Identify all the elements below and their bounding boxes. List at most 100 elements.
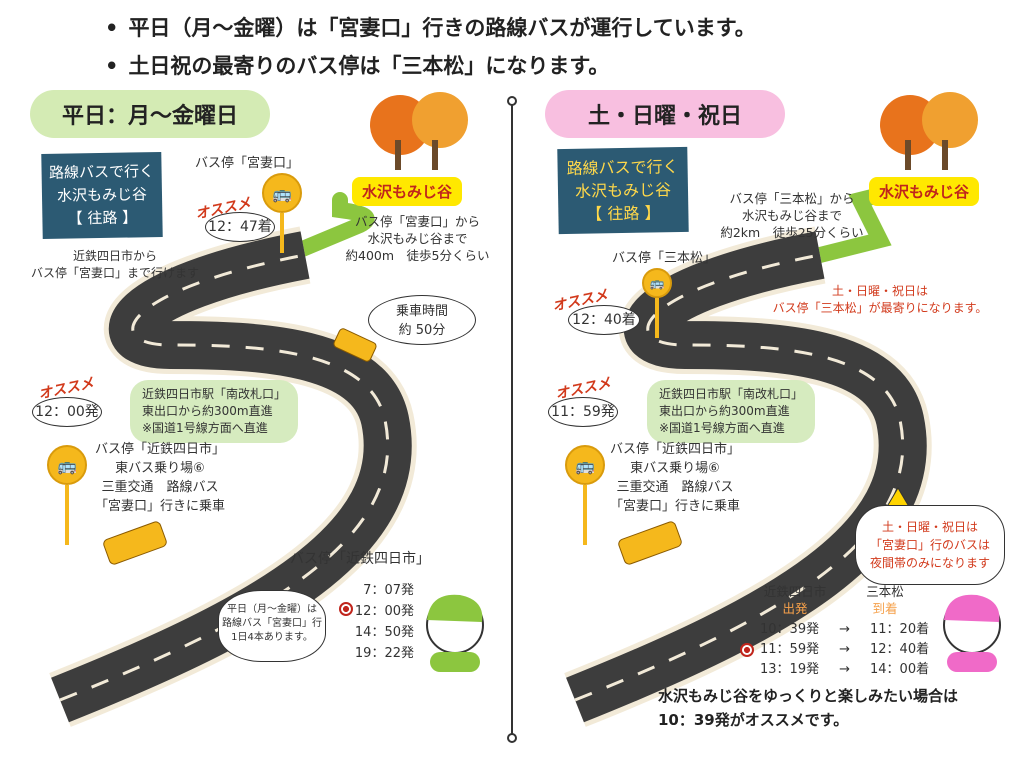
bottom-stop-info: バス停「近鉄四日市」 東バス乗り場⑥ 三重交通 路線バス 「宮妻口」行きに乗車	[605, 440, 745, 516]
text-line: 水沢もみじ谷まで	[741, 208, 842, 223]
board-line: 路線バスで行く	[48, 162, 155, 182]
weekday-destination: 水沢もみじ谷	[352, 177, 463, 206]
speech-bubble: 平日（月～金曜）は 路線バス「宮妻口」行 1日4本あります。	[218, 590, 326, 662]
text-line: ※国道1号線方面へ直進	[142, 421, 268, 435]
bus-stop-icon: 🚌	[642, 268, 672, 298]
bus-icon	[618, 521, 682, 565]
weekday-board: 路線バスで行く 水沢もみじ谷 【 往路 】	[41, 151, 163, 240]
person-icon	[426, 594, 484, 672]
time-row: 12：00発	[354, 604, 414, 619]
board-line: 水沢もみじ谷	[574, 180, 672, 201]
depart-time: 11：59発	[548, 397, 618, 427]
divider-end	[507, 96, 517, 106]
text-line: 「宮妻口」行のバスは	[869, 538, 990, 552]
timetable-title: バス停「近鉄四日市」	[290, 551, 430, 567]
depart: 11：59発	[760, 642, 820, 657]
text-line: 約400m 徒歩5分くらい	[345, 248, 490, 263]
text-line: ※国道1号線方面へ直進	[659, 421, 785, 435]
text-line: 三重交通 路線バス	[101, 480, 219, 495]
bus-icon	[103, 521, 167, 565]
text-line: 土・日曜・祝日は	[831, 284, 928, 298]
arrive-time: 12：40着	[568, 305, 640, 335]
depart: 10：39発	[760, 622, 820, 637]
bus-stop-icon: 🚌	[565, 445, 605, 485]
arrow: →	[839, 622, 850, 637]
tree-icon	[370, 92, 468, 170]
text-line: バス停「近鉄四日市」	[609, 442, 740, 457]
text-line: 近鉄四日市	[763, 584, 827, 599]
text-line: 近鉄四日市駅「南改札口」	[659, 387, 804, 401]
station-note: 近鉄四日市駅「南改札口」 東出口から約300m直進 ※国道1号線方面へ直進	[130, 380, 299, 443]
bus-stop-pole	[280, 213, 284, 253]
walk-note: バス停「三本松」から 水沢もみじ谷まで 約2km 徒歩25分くらい	[717, 190, 867, 241]
bullet-weekday: 平日（月～金曜）は「宮妻口」行きの路線バスが運行しています。	[105, 12, 755, 42]
bus-icon	[333, 328, 377, 362]
bottom-stop-info: バス停「近鉄四日市」 東バス乗り場⑥ 三重交通 路線バス 「宮妻口」行きに乗車	[90, 440, 230, 516]
text-line: バス停「宮妻口」から	[354, 214, 480, 229]
arrow: →	[839, 662, 850, 677]
weekend-timetable: 10：39発→11：20着 11：59発→12：40着 13：19発→14：00…	[760, 620, 929, 680]
divider-end	[507, 733, 517, 743]
text-line: 近鉄四日市駅「南改札口」	[142, 387, 287, 401]
bus-stop-pole	[583, 485, 587, 545]
text-line: 平日（月～金曜）は	[227, 604, 317, 615]
text-line: 路線バス「宮妻口」行	[222, 618, 322, 629]
board-line: 【 往路 】	[586, 203, 661, 224]
station-note: 近鉄四日市駅「南改札口」 東出口から約300m直進 ※国道1号線方面へ直進	[647, 380, 816, 443]
arrive: 14：00着	[870, 662, 930, 677]
text-line: 東バス乗り場⑥	[630, 461, 720, 476]
red-note: 土・日曜・祝日は バス停「三本松」が最寄りになります。	[765, 283, 995, 317]
bus-stop-icon: 🚌	[262, 173, 302, 213]
arrive: 11：20着	[870, 622, 930, 637]
text-line: 三本松	[866, 584, 904, 599]
text-line: バス停「近鉄四日市」	[94, 442, 225, 457]
text-line: 土・日曜・祝日は	[881, 520, 978, 534]
text-line: 水沢もみじ谷まで	[367, 231, 468, 246]
arrive-time: 12：47着	[205, 212, 275, 242]
text-line: 三重交通 路線バス	[616, 480, 734, 495]
board-line: 【 往路 】	[67, 208, 138, 228]
time-row: 11：59発→12：40着	[760, 640, 929, 660]
text-line: 夜間帯のみになります	[869, 556, 990, 570]
bus-stop-pole	[65, 485, 69, 545]
stop-label: バス停「三本松」	[612, 251, 717, 266]
footer-note: 水沢もみじ谷をゆっくりと楽しみたい場合は 10：39発がオススメです。	[658, 684, 958, 732]
ride-time-bubble: 乗車時間 約 50分	[368, 295, 476, 345]
text-line: 「宮妻口」行きに乗車	[94, 499, 225, 514]
warning-bubble: 土・日曜・祝日は 「宮妻口」行のバスは 夜間帯のみになります	[855, 505, 1005, 585]
text-line: 東バス乗り場⑥	[115, 461, 205, 476]
board-line: 水沢もみじ谷	[56, 185, 148, 205]
text-line: バス停「三本松」から	[729, 191, 855, 206]
text-line: 10：39発がオススメです。	[658, 711, 849, 729]
weekday-timetable: 7：07発 12：00発 14：50発 19：22発	[350, 580, 414, 664]
text-line: 近鉄四日市から	[72, 249, 157, 263]
text-line: バス停「三本松」が最寄りになります。	[772, 301, 988, 315]
time-row: 14：50発	[354, 625, 414, 640]
table-head-to: 三本松 到着	[855, 583, 915, 617]
text-line: 東出口から約300m直進	[659, 404, 790, 418]
weekend-road	[564, 187, 932, 727]
text-line: 東出口から約300m直進	[142, 404, 273, 418]
walk-note: バス停「宮妻口」から 水沢もみじ谷まで 約400m 徒歩5分くらい	[340, 213, 495, 264]
text-line: 出発	[782, 601, 808, 616]
marker-icon	[339, 602, 353, 616]
arrow: →	[839, 642, 850, 657]
text-line: 約2km 徒歩25分くらい	[720, 225, 864, 240]
marker-icon	[740, 643, 754, 657]
weekday-header: 平日：月～金曜日	[30, 90, 270, 138]
tree-icon	[880, 92, 978, 170]
stop-label: バス停「宮妻口」	[195, 156, 300, 171]
bullet-weekend: 土日祝の最寄りのバス停は「三本松」になります。	[105, 50, 609, 80]
time-row: 10：39発 → 11：20着	[760, 620, 929, 640]
text-line: 乗車時間	[395, 304, 448, 319]
text-line: 1日4本あります。	[231, 632, 313, 643]
table-head-from: 近鉄四日市 出発	[755, 583, 835, 617]
person-icon	[943, 594, 1001, 672]
text-line: 水沢もみじ谷をゆっくりと楽しみたい場合は	[658, 687, 959, 705]
weekend-destination: 水沢もみじ谷	[869, 177, 980, 206]
depart-time: 12：00発	[32, 397, 102, 427]
weekend-header: 土・日曜・祝日	[545, 90, 785, 138]
text-line: 約 50分	[398, 323, 446, 338]
board-line: 路線バスで行く	[566, 157, 679, 178]
text-line: 「宮妻口」行きに乗車	[609, 499, 740, 514]
